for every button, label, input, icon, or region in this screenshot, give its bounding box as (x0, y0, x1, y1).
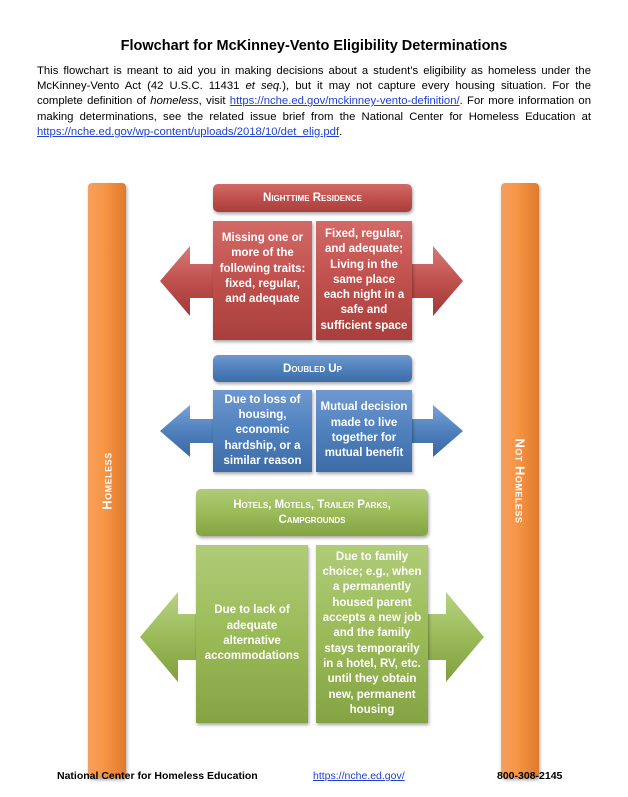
issue-brief-link[interactable]: https://nche.ed.gov/wp-content/uploads/2… (37, 125, 340, 138)
homeless-label: Homeless (99, 451, 115, 510)
intro-text: . For more information on making determi… (37, 95, 591, 123)
intro-paragraph: This flowchart is meant to aid you in ma… (37, 64, 591, 140)
footer-org: National Center for Homeless Education (57, 770, 258, 782)
footer-link[interactable]: https://nche.ed.gov/ (313, 770, 405, 782)
nighttime-residence-header: Nighttime Residence (213, 184, 412, 212)
intro-text: . (339, 125, 343, 138)
page-title: Flowchart for McKinney-Vento Eligibility… (120, 38, 508, 54)
left-arrow-red (160, 246, 220, 316)
hotels-header: Hotels, Motels, Trailer Parks, Campgroun… (196, 489, 428, 536)
intro-italic: homeless (150, 95, 199, 108)
doubled-up-not-homeless-box: Mutual decision made to live together fo… (316, 390, 412, 472)
intro-text: ), but it may not capture every housing … (37, 80, 591, 108)
right-arrow-green (424, 592, 484, 682)
right-arrow-blue (405, 405, 463, 457)
left-arrow-green (140, 592, 200, 682)
footer-phone: 800-308-2145 (497, 770, 563, 782)
doubled-up-homeless-box: Due to loss of housing, economic hardshi… (213, 390, 312, 472)
not-homeless-bar: Not Homeless (501, 183, 539, 778)
nighttime-homeless-box: Missing one or more of the following tra… (213, 221, 312, 340)
intro-italic: et seq. (245, 80, 283, 93)
hotels-homeless-box: Due to lack of adequate alternative acco… (196, 545, 308, 723)
definition-link[interactable]: https://nche.ed.gov/mckinney-vento-defin… (229, 95, 460, 108)
right-arrow-red (405, 246, 463, 316)
not-homeless-label: Not Homeless (512, 438, 528, 523)
doubled-up-header: Doubled Up (213, 355, 412, 382)
hotels-not-homeless-box: Due to family choice; e.g., when a perma… (316, 545, 428, 723)
intro-text: This flowchart is meant to aid you in ma… (37, 65, 591, 93)
homeless-bar: Homeless (88, 183, 126, 778)
nighttime-not-homeless-box: Fixed, regular, and adequate; Living in … (316, 221, 412, 340)
intro-text: , visit (198, 95, 230, 108)
left-arrow-blue (160, 405, 220, 457)
